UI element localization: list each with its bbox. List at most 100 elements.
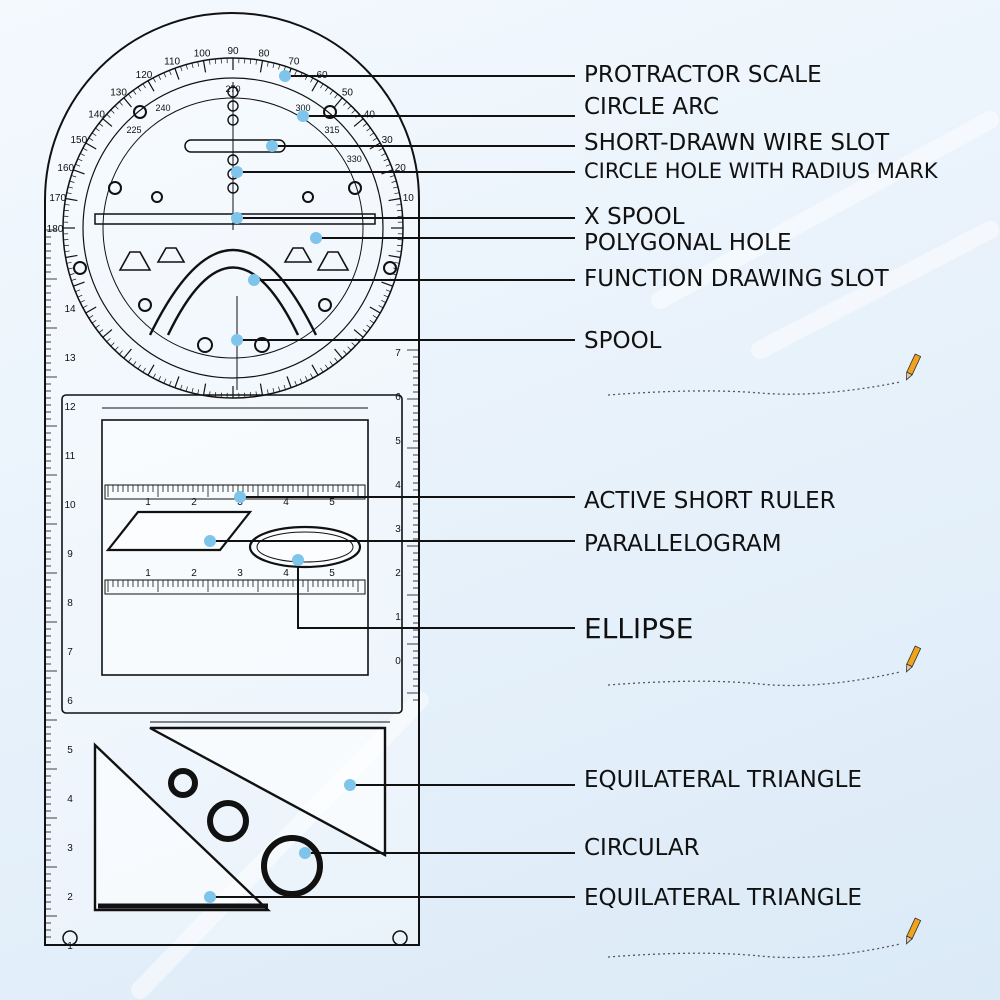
middle-frame-outer (61, 394, 403, 714)
left-scale-label: 14 (64, 304, 76, 315)
dotted-line-2 (607, 671, 901, 687)
left-scale-label: 11 (65, 451, 76, 462)
left-scale-label: 12 (64, 402, 76, 413)
right-scale-label: 7 (395, 348, 401, 359)
callout-equilateral-triangle-2: EQUILATERAL TRIANGLE (584, 885, 862, 911)
right-scale-label: 6 (395, 392, 401, 403)
protractor-inner-label: 240 (155, 103, 170, 113)
function-drawing-slot (148, 248, 318, 336)
callout-active-short-ruler: ACTIVE SHORT RULER (584, 488, 836, 514)
leader-dot (234, 491, 246, 503)
circular-holes (168, 768, 323, 897)
leader-dot (299, 847, 311, 859)
leader-line (297, 560, 575, 629)
short-ruler-label: 1 (145, 497, 151, 508)
callout-equilateral-triangle-1: EQUILATERAL TRIANGLE (584, 767, 862, 793)
left-scale-label: 1 (67, 941, 73, 952)
callout-x-spool: X SPOOL (584, 204, 685, 230)
protractor-label: 80 (258, 49, 270, 60)
pencil-icon (906, 353, 922, 381)
short-ruler-label: 2 (191, 568, 197, 579)
protractor-label: 30 (382, 135, 394, 146)
short-ruler-label: 4 (283, 568, 289, 579)
right-scale-label: 5 (395, 436, 401, 447)
dotted-line-1 (607, 381, 901, 396)
protractor-label: 100 (194, 49, 211, 60)
left-scale-label: 10 (64, 500, 76, 511)
callout-protractor-scale: PROTRACTOR SCALE (584, 62, 822, 88)
leader-dot (231, 334, 243, 346)
protractor-label: 170 (49, 193, 66, 204)
short-ruler-label: 1 (145, 568, 151, 579)
dotted-line-3 (607, 943, 901, 959)
right-scale-label: 1 (395, 612, 401, 623)
callout-parallelogram: PARALLELOGRAM (584, 531, 782, 557)
side-holes (73, 105, 397, 353)
left-scale-label: 7 (67, 647, 73, 658)
leader-dot (310, 232, 322, 244)
left-scale-label: 3 (67, 843, 73, 854)
protractor-label: 130 (110, 88, 127, 99)
callout-circle-arc: CIRCLE ARC (584, 94, 720, 120)
left-scale-label: 6 (67, 696, 73, 707)
radius-hole-column (227, 82, 239, 230)
pencil-icon (906, 917, 922, 945)
protractor-inner-label: 300 (295, 103, 310, 113)
ellipse (248, 525, 362, 569)
callout-circular: CIRCULAR (584, 835, 700, 861)
leader-dot (292, 554, 304, 566)
leader-dot (204, 535, 216, 547)
leader-dot (231, 212, 243, 224)
pencil-icon (906, 645, 922, 673)
short-ruler-label: 2 (191, 497, 197, 508)
callout-leaders (204, 70, 575, 903)
leader-dot (266, 140, 278, 152)
left-scale-label: 9 (67, 549, 73, 560)
active-short-rulers: 1234512345 (104, 484, 366, 595)
equilateral-triangle-small (93, 742, 271, 912)
left-scale-label: 5 (67, 745, 73, 756)
leader-dot (297, 110, 309, 122)
callout-function-drawing-slot: FUNCTION DRAWING SLOT (584, 266, 889, 292)
protractor-ring-inner (82, 77, 384, 379)
protractor-inner-label: 225 (126, 125, 141, 135)
bottom-hole-left (62, 930, 78, 946)
protractor-label: 10 (403, 193, 415, 204)
protractor-label: 150 (71, 135, 88, 146)
equilateral-triangle-large (149, 726, 387, 858)
leader-dot (248, 274, 260, 286)
protractor-label: 70 (288, 57, 300, 68)
protractor-label: 50 (342, 88, 354, 99)
protractor-label: 160 (57, 163, 74, 174)
protractor-label: 140 (88, 110, 105, 121)
bottom-hole-right (392, 930, 408, 946)
ellipse-inner (256, 531, 354, 563)
right-scale-label: 0 (395, 656, 401, 667)
protractor-label: 120 (136, 70, 153, 81)
leader-dot (204, 891, 216, 903)
leader-dot (231, 166, 243, 178)
left-scale-label: 8 (67, 598, 73, 609)
right-scale: 7 6 5 4 3 2 1 0 (395, 348, 419, 701)
leader-dot (344, 779, 356, 791)
left-scale-label: 4 (67, 794, 73, 805)
protractor-label: 110 (164, 57, 180, 68)
protractor-label: 180 (47, 224, 64, 235)
callout-spool: SPOOL (584, 328, 662, 354)
right-scale-label: 3 (395, 524, 401, 535)
protractor-label: 90 (227, 46, 239, 57)
callout-short-drawn-wire-slot: SHORT-DRAWN WIRE SLOT (584, 130, 890, 156)
right-scale-label: 4 (395, 480, 401, 491)
right-scale-label: 2 (395, 568, 401, 579)
protractor-inner-label: 330 (347, 154, 362, 164)
short-ruler-label: 4 (283, 497, 289, 508)
protractor-inner-label: 315 (324, 125, 339, 135)
short-ruler-label: 5 (329, 568, 335, 579)
callout-polygonal-hole: POLYGONAL HOLE (584, 230, 792, 256)
short-ruler-label: 3 (237, 568, 243, 579)
callout-circle-hole-radius-mark: CIRCLE HOLE WITH RADIUS MARK (584, 159, 938, 183)
short-ruler-label: 5 (329, 497, 335, 508)
